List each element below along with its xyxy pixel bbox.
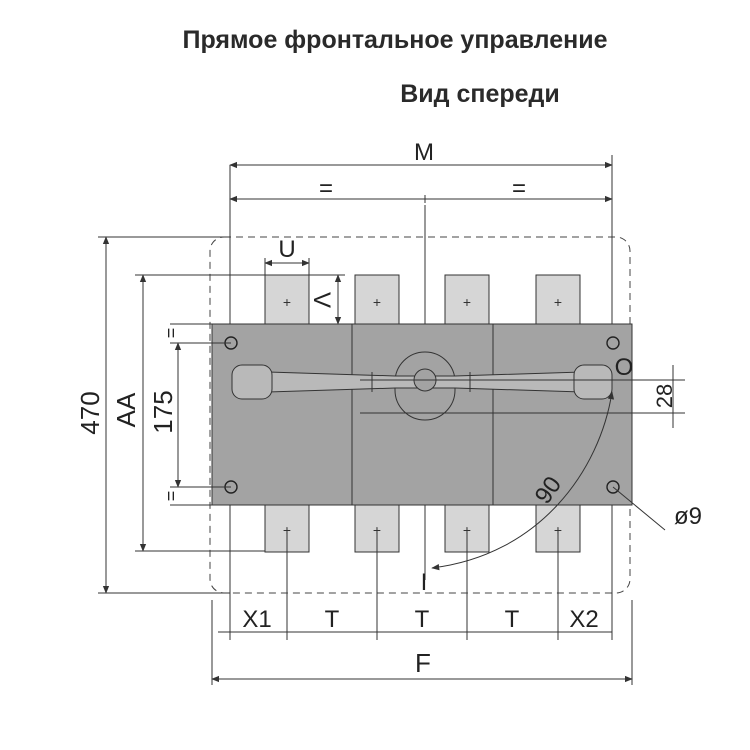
label-I: I	[421, 569, 428, 596]
rotation-arc	[431, 391, 615, 571]
top-terminals: + + + +	[264, 274, 581, 325]
bottom-terminals: + + + +	[264, 504, 581, 553]
label-F: F	[415, 648, 431, 678]
label-T-3: T	[505, 606, 520, 633]
diagram-subtitle: Вид спереди	[400, 80, 560, 108]
label-V: V	[308, 292, 335, 308]
label-small-top: =	[161, 328, 181, 339]
dimension-175	[170, 323, 231, 506]
dimension-28	[612, 365, 685, 428]
label-eq-right: =	[512, 175, 526, 202]
label-hole-diameter: ø9	[674, 503, 702, 530]
label-M: M	[414, 139, 434, 166]
label-X1: X1	[242, 606, 271, 633]
svg-text:+: +	[283, 294, 291, 310]
terminal-top-4	[535, 274, 581, 325]
bottom-dimensions	[211, 528, 633, 685]
label-small-bottom: =	[161, 491, 181, 502]
label-175: 175	[148, 390, 178, 433]
top-dimensions	[229, 155, 613, 205]
label-T-2: T	[415, 606, 430, 633]
label-U: U	[278, 236, 295, 263]
hole-top-right	[606, 336, 620, 350]
diagram-title: Прямое фронтальное управление	[182, 26, 608, 54]
terminal-top-2	[354, 274, 400, 325]
dimension-V	[309, 274, 345, 325]
dimension-U	[264, 258, 310, 275]
terminal-top-1	[264, 274, 310, 325]
dimension-470	[98, 236, 230, 594]
label-X2: X2	[569, 606, 598, 633]
dimension-AA	[135, 274, 265, 552]
label-eq-left: =	[319, 175, 333, 202]
terminal-top-3	[444, 274, 490, 325]
label-T-1: T	[325, 606, 340, 633]
svg-text:+: +	[554, 294, 562, 310]
label-470: 470	[75, 391, 105, 434]
hole-leader	[612, 486, 666, 531]
label-AA: AA	[111, 392, 141, 427]
label-O: O	[615, 354, 634, 381]
svg-text:+: +	[463, 294, 471, 310]
label-28: 28	[652, 384, 677, 408]
svg-text:+: +	[373, 294, 381, 310]
